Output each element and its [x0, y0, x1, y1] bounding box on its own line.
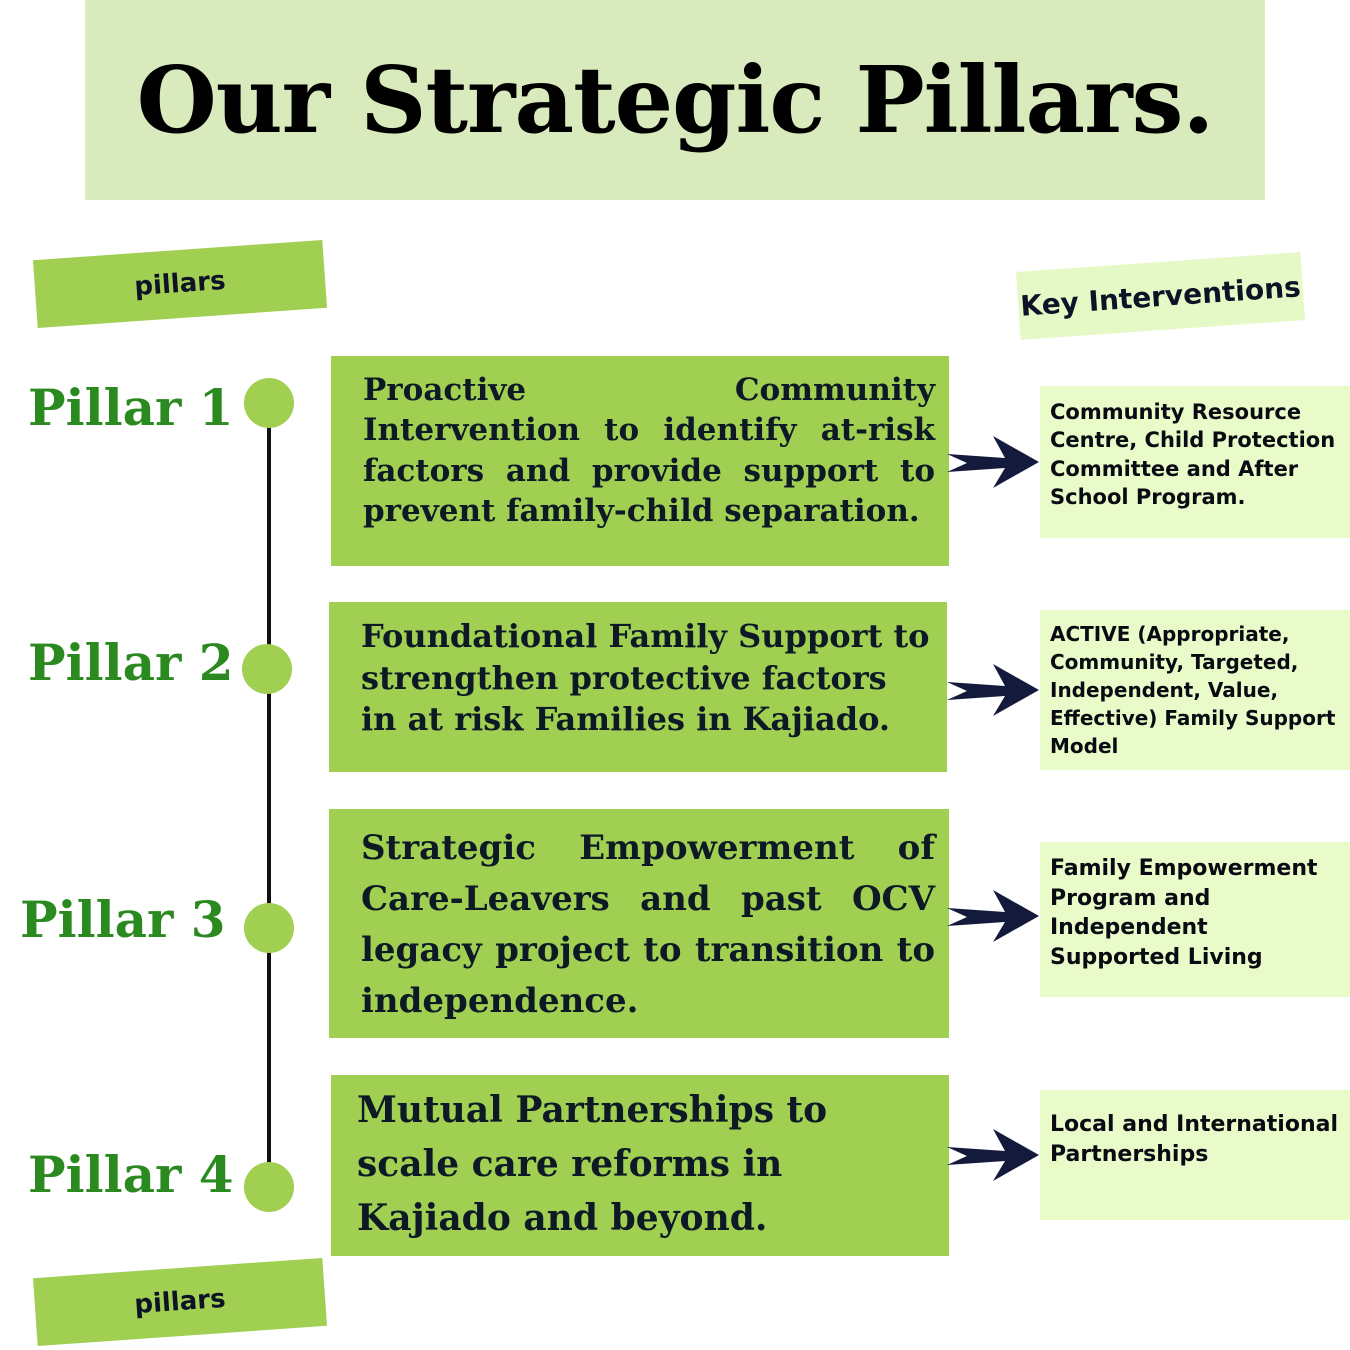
timeline-dot [244, 378, 294, 428]
key-intervention: Family Empowerment Program and Independe… [1040, 842, 1350, 997]
pillar-label: Pillar 2 [28, 633, 234, 692]
arrow-right-icon [947, 436, 1039, 488]
pillar-description: Proactive Community Intervention to iden… [331, 356, 949, 566]
arrow-right-icon [947, 1129, 1039, 1181]
pillars-tag-top: pillars [32, 239, 328, 329]
timeline-dot [244, 1162, 294, 1212]
key-interventions-tag: Key Interventions [1015, 252, 1306, 340]
arrow-right-icon [947, 890, 1039, 942]
key-intervention: Local and International Partnerships [1040, 1090, 1350, 1220]
pillar-description: Foundational Family Support to strengthe… [329, 602, 947, 772]
title-banner: Our Strategic Pillars. [85, 0, 1265, 200]
pillar-label: Pillar 3 [20, 890, 226, 949]
pillar-label: Pillar 1 [28, 378, 234, 437]
timeline-line [267, 402, 271, 1187]
page-title: Our Strategic Pillars. [136, 46, 1215, 154]
pillars-tag-bottom: pillars [32, 1257, 328, 1347]
pillar-label: Pillar 4 [28, 1145, 234, 1204]
key-intervention: Community Resource Centre, Child Protect… [1040, 386, 1350, 538]
pillar-description: Mutual Partnerships to scale care reform… [331, 1075, 949, 1256]
timeline-dot [242, 644, 292, 694]
arrow-right-icon [947, 664, 1039, 716]
timeline-dot [244, 903, 294, 953]
key-intervention: ACTIVE (Appropriate, Community, Targeted… [1040, 610, 1350, 770]
pillar-description: Strategic Empowerment of Care-Leavers an… [329, 809, 949, 1038]
